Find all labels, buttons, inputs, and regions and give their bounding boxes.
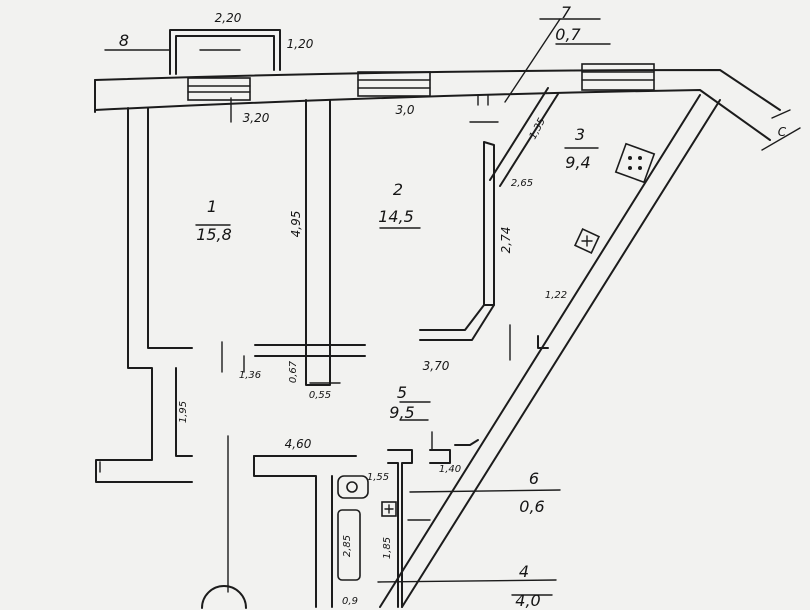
bathroom-block <box>201 431 451 609</box>
balcony <box>104 29 281 75</box>
room-7-number: 7 <box>561 3 572 22</box>
partition-2-3 <box>419 87 559 361</box>
dim-balcony-width: 2,20 <box>215 11 242 25</box>
room-3-number: 3 <box>575 125 585 144</box>
room-2-number: 2 <box>393 180 403 199</box>
dim-wc-width: 1,40 <box>439 464 461 475</box>
room-1-area: 15,8 <box>196 225 232 244</box>
room-4-label: 4 4,0 <box>515 562 540 610</box>
dim-bath-width: 1,55 <box>367 472 389 483</box>
corner-mark: С <box>778 125 787 139</box>
room-3-label: 3 9,4 <box>565 125 590 172</box>
left-wall <box>95 107 193 483</box>
room-5-number: 5 <box>397 383 407 402</box>
room-5-area: 9,5 <box>389 403 414 422</box>
dim-hall-gap: 0,67 <box>288 360 299 383</box>
dim-partition-length: 4,95 <box>289 211 303 238</box>
room-6-number: 6 <box>529 469 539 488</box>
dim-balcony-depth: 1,20 <box>287 37 314 51</box>
diagonal-wall <box>379 94 721 608</box>
room-7-label: 7 0,7 <box>555 3 581 44</box>
room-3-area: 9,4 <box>565 153 590 172</box>
dim-hall-door: 1,36 <box>239 370 261 381</box>
room-7-area: 0,7 <box>555 25 581 44</box>
dim-wc-length: 1,85 <box>382 537 393 559</box>
room-4-area: 4,0 <box>515 591 540 610</box>
room-6-area: 0,6 <box>519 497 544 516</box>
leader-lines <box>377 18 611 583</box>
dimension-lines <box>195 97 801 596</box>
dimension-labels: 2,20 1,20 8 3,20 3,0 4,95 2,74 1,35 2,65… <box>119 11 787 607</box>
room-5-label: 5 9,5 <box>389 383 414 422</box>
balcony-mark: 8 <box>119 31 129 50</box>
outer-wall <box>94 69 781 141</box>
dim-bottom-gap: 0,9 <box>342 596 358 607</box>
dim-corridor: 1,95 <box>178 401 189 423</box>
dim-room1-width: 3,20 <box>243 111 270 125</box>
dim-room2-side: 2,74 <box>499 227 513 254</box>
dim-bath-side: 2,85 <box>342 535 353 557</box>
dim-room3-door: 1,22 <box>545 290 567 301</box>
dim-room3-small: 2,65 <box>511 178 533 189</box>
room-4-number: 4 <box>519 562 529 581</box>
room-2-area: 14,5 <box>378 207 414 226</box>
room-1-label: 1 15,8 <box>196 197 232 244</box>
partition-1-2 <box>254 99 366 386</box>
dim-room2-width: 3,0 <box>395 103 414 117</box>
room-6-label: 6 0,6 <box>519 469 544 516</box>
room3-fixtures <box>573 142 656 255</box>
dim-room3-diag: 1,35 <box>528 116 548 141</box>
windows <box>187 63 655 101</box>
dim-partition-thickness: 0,55 <box>309 390 331 401</box>
dim-bath-length: 4,60 <box>285 437 312 451</box>
room-1-number: 1 <box>207 197 217 216</box>
dim-hall-width: 3,70 <box>423 359 450 373</box>
room-2-label: 2 14,5 <box>378 180 414 226</box>
